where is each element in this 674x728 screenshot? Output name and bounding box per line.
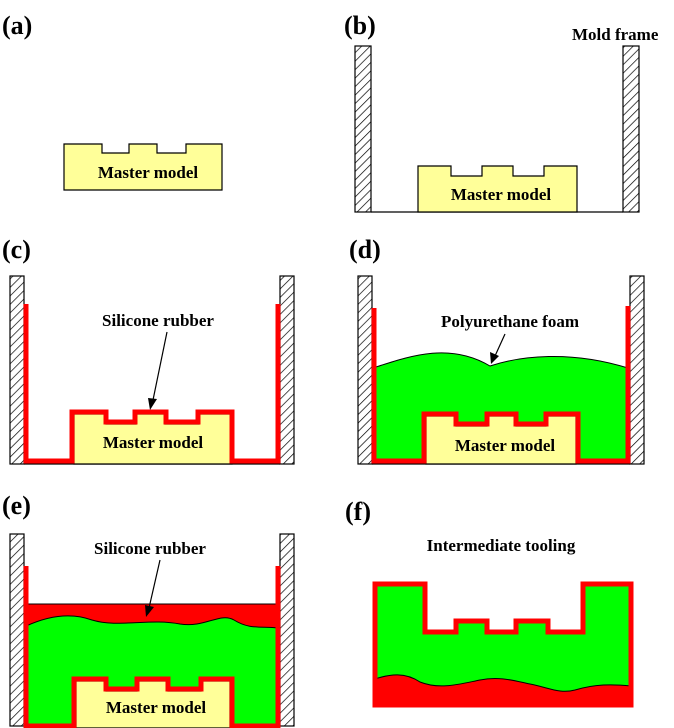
callout-arrow-d <box>494 333 506 357</box>
intermediate-tooling-silicone-base <box>374 674 632 706</box>
mold-frame-label: Mold frame <box>572 25 659 44</box>
panel-e: (e) Master model Silicone rubber <box>2 491 295 728</box>
panel-f: (f) Intermediate tooling <box>345 497 634 708</box>
silicone-rubber-callout-c: Silicone rubber <box>102 311 214 330</box>
panel-b-label: (b) <box>344 11 376 40</box>
mold-frame-left-wall <box>9 533 25 727</box>
callout-arrowhead-c <box>148 398 157 410</box>
master-model-d-label: Master model <box>455 436 556 455</box>
mold-frame-left-wall <box>354 45 372 213</box>
silicone-rubber-layer-e <box>23 566 281 728</box>
panel-f-label: (f) <box>345 497 371 526</box>
mold-frame-right-wall <box>622 45 640 213</box>
panel-c: (c) Master model Silicone rubber <box>2 235 295 465</box>
master-model-c-label: Master model <box>103 433 204 452</box>
silicone-rubber-layer-d <box>371 306 631 464</box>
silicone-rubber-callout-e: Silicone rubber <box>94 539 206 558</box>
master-model-b <box>417 165 578 213</box>
panel-d: (d) Master model Polyurethane foam <box>349 235 645 465</box>
mold-frame-right-wall <box>279 275 295 465</box>
callout-arrowhead-d <box>490 352 499 364</box>
mold-frame-left-wall <box>357 275 373 465</box>
panel-b: (b) Mold frame Master model <box>344 11 659 213</box>
master-model-a-label: Master model <box>98 163 199 182</box>
mold-frame-left-wall <box>9 275 25 465</box>
silicone-rubber-layer-c <box>23 304 281 464</box>
panel-a-label: (a) <box>2 11 32 40</box>
mold-frame-right-wall <box>629 275 645 465</box>
callout-arrowhead-e <box>145 605 154 617</box>
panel-c-label: (c) <box>2 235 31 264</box>
panel-e-label: (e) <box>2 491 31 520</box>
master-model-b-label: Master model <box>451 185 552 204</box>
callout-arrow-e <box>148 559 161 609</box>
intermediate-tooling-title: Intermediate tooling <box>427 536 576 555</box>
mold-frame-right-wall <box>279 533 295 727</box>
callout-arrow-c <box>152 331 168 401</box>
polyurethane-foam-callout: Polyurethane foam <box>441 312 579 331</box>
master-model-e-label: Master model <box>106 698 207 717</box>
panel-d-label: (d) <box>349 235 381 264</box>
intermediate-tooling-silicone-outline <box>372 581 634 708</box>
panel-a: (a) Master model <box>2 11 223 191</box>
master-model-a <box>63 143 223 191</box>
intermediate-tooling-foam <box>375 584 631 705</box>
